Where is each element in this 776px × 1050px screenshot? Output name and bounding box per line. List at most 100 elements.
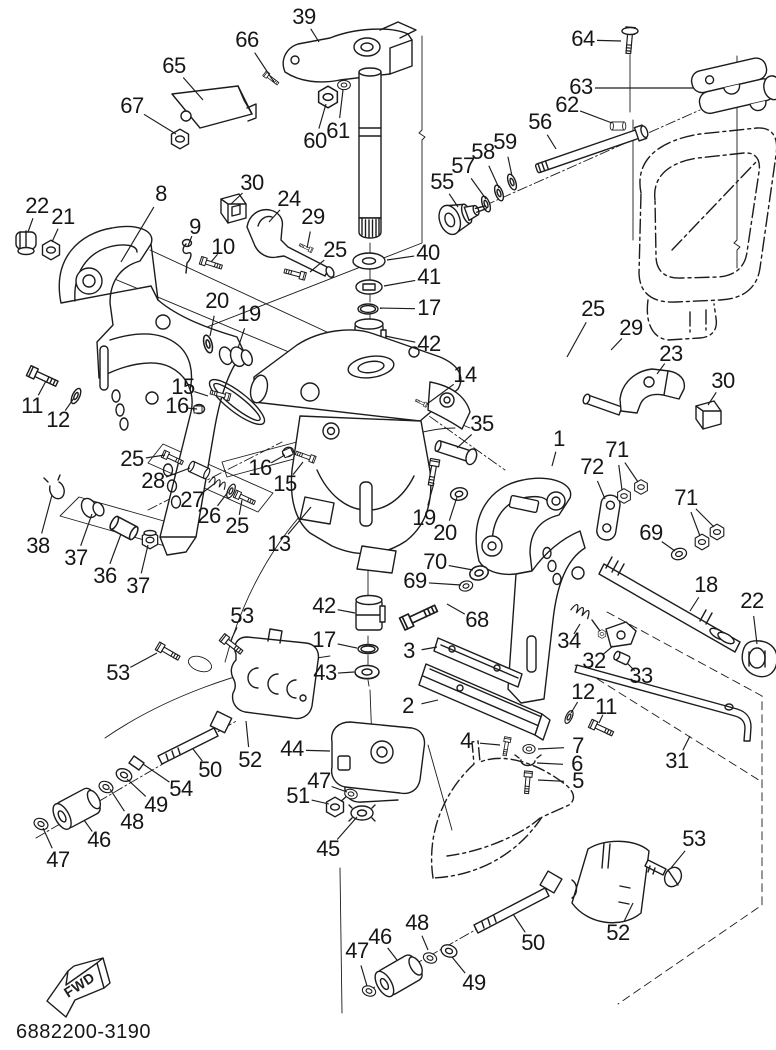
- part-callout-1: 1: [553, 426, 565, 452]
- part-callout-38: 38: [26, 533, 50, 559]
- part-callout-72: 72: [580, 454, 604, 480]
- part-callout-20: 20: [205, 288, 229, 314]
- part-callout-20: 20: [433, 520, 457, 546]
- part-callout-2: 2: [402, 693, 414, 719]
- part-callout-58: 58: [471, 139, 495, 165]
- part-callout-67: 67: [120, 93, 144, 119]
- part-callout-52: 52: [238, 747, 262, 773]
- part-callout-11: 11: [595, 694, 617, 720]
- upper-mount-clamp: [690, 57, 776, 115]
- part-callout-11: 11: [21, 393, 43, 419]
- anode: [571, 840, 683, 924]
- part-callout-68: 68: [465, 607, 489, 633]
- part-callout-55: 55: [430, 169, 454, 195]
- part-callout-26: 26: [197, 503, 221, 529]
- part-callout-64: 64: [571, 26, 595, 52]
- tilt-lock-parts: [570, 368, 752, 742]
- part-callout-61: 61: [326, 118, 350, 144]
- part-callout-32: 32: [582, 648, 606, 674]
- part-callout-22: 22: [740, 588, 764, 614]
- part-callout-65: 65: [162, 53, 186, 79]
- part-callout-66: 66: [235, 27, 259, 53]
- part-callout-53: 53: [106, 660, 130, 686]
- part-callout-23: 23: [659, 341, 683, 367]
- bottom-right-mount: [360, 870, 563, 999]
- part-callout-70: 70: [423, 549, 447, 575]
- part-callout-57: 57: [451, 153, 475, 179]
- part-callout-35: 35: [470, 411, 494, 437]
- bracket-plate-65: [171, 85, 257, 129]
- part-callout-40: 40: [416, 240, 440, 266]
- part-callout-16: 16: [165, 393, 189, 419]
- mount-plates: [418, 637, 551, 741]
- lower-left-mount: [31, 710, 233, 833]
- part-callout-9: 9: [189, 214, 201, 240]
- part-callout-29: 29: [619, 315, 643, 341]
- part-callout-31: 31: [665, 748, 689, 774]
- part-callout-69: 69: [639, 520, 663, 546]
- part-callout-49: 49: [144, 792, 168, 818]
- diagram-code: 6882200-3190: [16, 1021, 152, 1043]
- part-callout-60: 60: [303, 128, 327, 154]
- part-callout-7: 7: [572, 733, 584, 759]
- part-callout-27: 27: [180, 487, 204, 513]
- part-callout-29: 29: [301, 204, 325, 230]
- top-left-hardware: [15, 70, 351, 281]
- bushing-group: [43, 474, 159, 550]
- part-callout-47: 47: [46, 847, 70, 873]
- part-callout-50: 50: [521, 930, 545, 956]
- part-callout-15: 15: [171, 374, 195, 400]
- part-callout-3: 3: [403, 638, 415, 664]
- part-callout-19: 19: [412, 505, 436, 531]
- part-callout-53: 53: [230, 603, 254, 629]
- part-callout-41: 41: [417, 264, 441, 290]
- part-callout-4: 4: [460, 728, 472, 754]
- part-callout-44: 44: [280, 736, 304, 762]
- part-callout-49: 49: [462, 970, 486, 996]
- part-callout-25: 25: [225, 513, 249, 539]
- part-callout-16: 16: [248, 455, 272, 481]
- part-callout-12: 12: [46, 407, 70, 433]
- part-callout-6: 6: [571, 751, 583, 777]
- part-callout-37: 37: [126, 573, 150, 599]
- part-callout-33: 33: [629, 663, 653, 689]
- part-callout-51: 51: [286, 783, 310, 809]
- part-callout-13: 13: [267, 531, 291, 557]
- part-callout-21: 21: [51, 204, 75, 230]
- part-callout-34: 34: [557, 628, 581, 654]
- part-callout-71: 71: [605, 437, 629, 463]
- tilt-rod: [598, 556, 776, 678]
- part-callout-12: 12: [571, 679, 595, 705]
- lower-shaft-stack: [354, 594, 386, 680]
- part-callout-39: 39: [292, 4, 316, 30]
- lower-unit-silhouette: [430, 740, 575, 879]
- part-callout-43: 43: [313, 660, 337, 686]
- lower-mount-housing: [325, 721, 426, 822]
- part-callout-14: 14: [453, 362, 477, 388]
- part-callout-63: 63: [569, 74, 593, 100]
- part-callout-25: 25: [581, 296, 605, 322]
- steering-arm: [282, 21, 417, 83]
- part-callout-15: 15: [273, 471, 297, 497]
- part-callout-8: 8: [155, 181, 167, 207]
- part-callout-52: 52: [606, 920, 630, 946]
- part-callout-42: 42: [312, 593, 336, 619]
- part-callout-46: 46: [87, 827, 111, 853]
- starboard-clamp-bracket: [475, 477, 621, 704]
- part-callout-5: 5: [572, 768, 584, 794]
- part-callout-46: 46: [368, 924, 392, 950]
- part-callout-48: 48: [405, 910, 429, 936]
- part-callout-19: 19: [237, 301, 261, 327]
- part-callout-59: 59: [493, 129, 517, 155]
- part-callout-62: 62: [555, 92, 579, 118]
- part-callout-17: 17: [312, 627, 336, 653]
- part-callout-53: 53: [682, 826, 706, 852]
- clamp-cap: [154, 628, 320, 720]
- part-callout-37: 37: [64, 545, 88, 571]
- part-callout-50: 50: [198, 757, 222, 783]
- part-callout-47: 47: [307, 768, 331, 794]
- part-callout-24: 24: [277, 186, 301, 212]
